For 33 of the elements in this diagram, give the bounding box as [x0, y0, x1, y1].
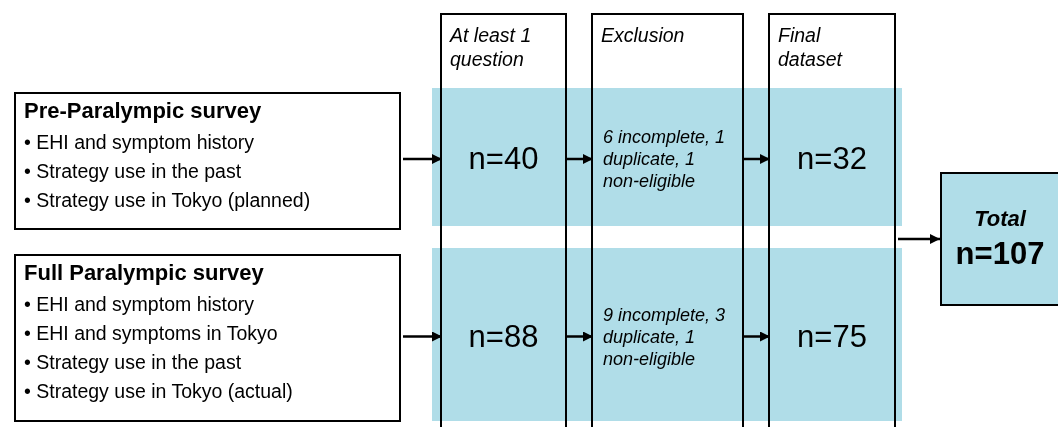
- total-box: [940, 172, 1058, 306]
- bullet-item: • Strategy use in the past: [24, 350, 242, 375]
- bullet-item: • EHI and symptoms in Tokyo: [24, 321, 278, 346]
- survey-box: [14, 92, 401, 230]
- bullet-item: • EHI and symptom history: [24, 130, 255, 155]
- arrow: [403, 331, 442, 342]
- bullet-item: • Strategy use in the past: [24, 159, 242, 184]
- arrow: [567, 331, 593, 342]
- total-count: n=107: [955, 236, 1045, 272]
- total-label: Total: [974, 206, 1026, 232]
- sample-count: n=32: [770, 90, 894, 228]
- column-heading: Final dataset: [778, 23, 844, 71]
- column-box: [440, 13, 567, 427]
- bullet-item: • EHI and symptom history: [24, 292, 255, 317]
- column-heading: At least 1 question: [450, 23, 533, 71]
- sample-count: n=88: [442, 250, 565, 423]
- arrow: [898, 234, 940, 244]
- arrow: [567, 154, 593, 164]
- column-box: [768, 13, 896, 427]
- bullet-item: • Strategy use in Tokyo (planned): [24, 188, 311, 213]
- column-heading: Exclusion: [601, 23, 685, 47]
- exclusion-note: 6 incomplete, 1 duplicate, 1 non-eligible: [603, 126, 727, 192]
- arrow: [744, 154, 770, 164]
- sample-count: n=40: [442, 90, 565, 228]
- arrow: [744, 331, 770, 342]
- column-box: [591, 13, 744, 427]
- survey-box: [14, 254, 401, 422]
- survey-title: Full Paralympic survey: [24, 260, 264, 286]
- sample-count: n=75: [770, 250, 894, 423]
- survey-title: Pre-Paralympic survey: [24, 98, 262, 124]
- arrow: [403, 154, 442, 164]
- exclusion-note: 9 incomplete, 3 duplicate, 1 non-eligible: [603, 303, 727, 370]
- bullet-item: • Strategy use in Tokyo (actual): [24, 379, 293, 404]
